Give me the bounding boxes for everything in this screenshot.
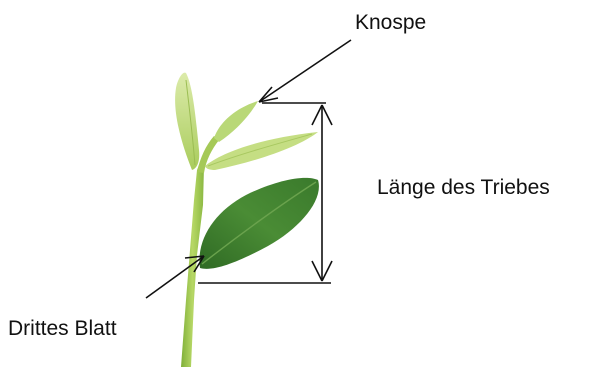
- bud-label: Knospe: [355, 12, 426, 33]
- third-leaf-label: Drittes Blatt: [8, 318, 117, 339]
- bud-arrowhead: [259, 87, 278, 102]
- bud-arrow-shaft: [259, 40, 351, 102]
- shoot-length-label: Länge des Triebes: [377, 177, 550, 198]
- bud: [214, 101, 258, 142]
